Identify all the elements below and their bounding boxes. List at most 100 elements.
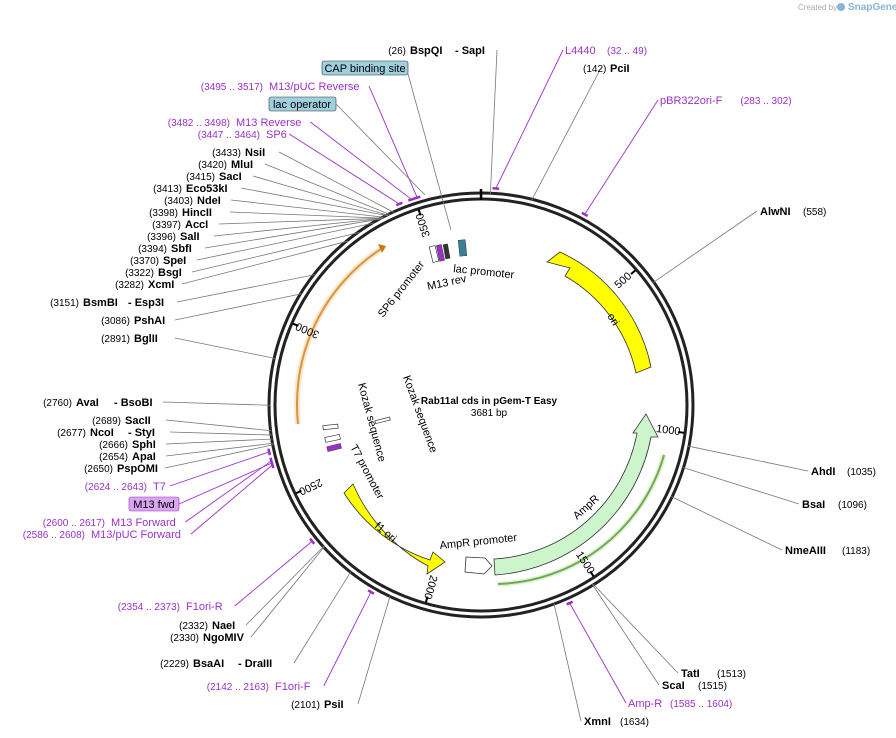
site-ngomiv[interactable]: (2330)NgoMIV bbox=[170, 632, 245, 644]
primer-leader bbox=[185, 460, 272, 523]
site-name: XcmI bbox=[148, 279, 174, 291]
site-tati[interactable]: TatI(1513) bbox=[681, 668, 746, 680]
site-leader bbox=[592, 583, 679, 674]
site-nmeaiii[interactable]: NmeAIII(1183) bbox=[785, 545, 870, 557]
site-position: (3322) bbox=[125, 268, 154, 279]
primer-sp6[interactable]: (3447 .. 3464)SP6 bbox=[198, 129, 287, 141]
feature-M13-rev-label: M13 rev bbox=[426, 273, 468, 293]
site-position-prefix: (142) bbox=[583, 64, 606, 75]
site-position: (2330) bbox=[170, 633, 199, 644]
site-naei[interactable]: (2332)NaeI bbox=[179, 620, 235, 632]
tick-label: 1000 bbox=[655, 423, 681, 438]
primer-name: T7 bbox=[153, 481, 166, 493]
site-position: (1634) bbox=[620, 717, 649, 728]
site-position: (3433) bbox=[212, 148, 241, 159]
primer-t7[interactable]: (2624 .. 2643)T7 bbox=[85, 481, 166, 493]
site-name2: - DraIII bbox=[238, 658, 272, 670]
site-bsmbi[interactable]: (3151)BsmBI- Esp3I bbox=[50, 297, 164, 309]
site-leader bbox=[240, 187, 388, 217]
site-name: AlwNI bbox=[760, 206, 791, 218]
site-leader bbox=[196, 222, 375, 261]
site-bspqi[interactable]: (26)BspQI- SapI bbox=[388, 45, 485, 57]
site-saci[interactable]: (3415)SacI bbox=[186, 171, 242, 183]
site-position: (3394) bbox=[138, 244, 167, 255]
site-acci[interactable]: (3397)AccI bbox=[152, 219, 208, 231]
site-position: (1096) bbox=[838, 500, 867, 511]
site-name: NsiI bbox=[245, 147, 265, 159]
site-position: (3086) bbox=[101, 316, 130, 327]
primer-m13-forward[interactable]: (2600 .. 2617)M13 Forward bbox=[43, 517, 176, 529]
site-position: (1513) bbox=[717, 669, 746, 680]
site-sphi[interactable]: (2666)SphI bbox=[99, 439, 156, 451]
primer-f1ori-r[interactable]: (2354 .. 2373)F1ori-R bbox=[118, 601, 223, 613]
orf-ampr bbox=[497, 454, 665, 585]
site-ncoi[interactable]: (2677)NcoI- StyI bbox=[57, 427, 155, 439]
site-sbfi[interactable]: (3394)SbfI bbox=[138, 243, 192, 255]
primer-m13-puc-forward[interactable]: (2586 .. 2608)M13/pUC Forward bbox=[23, 529, 181, 541]
site-nsii[interactable]: (3433) NsiI bbox=[212, 147, 265, 159]
site-scai[interactable]: ScaI(1515) bbox=[662, 680, 727, 692]
primer-f1ori-f[interactable]: (2142 .. 2163)F1ori-F bbox=[207, 681, 311, 693]
primer-leader bbox=[169, 451, 270, 487]
site-mlui[interactable]: (3420)MluI bbox=[198, 159, 253, 171]
cap-leader bbox=[407, 73, 452, 231]
feature-Kozak-2[interactable] bbox=[374, 416, 391, 425]
primer-range: (32 .. 49) bbox=[607, 46, 647, 57]
site-position: (2689) bbox=[92, 416, 121, 427]
site-position: (1183) bbox=[842, 546, 870, 557]
cap-binding-site-box[interactable] bbox=[321, 60, 409, 76]
site-sacii[interactable]: (2689)SacII bbox=[92, 415, 151, 427]
tick-mark bbox=[292, 322, 299, 327]
primer-name: M13/pUC Reverse bbox=[269, 81, 359, 93]
site-name: SpeI bbox=[163, 255, 186, 267]
feature-ori[interactable] bbox=[546, 251, 652, 374]
primer-m13-reverse[interactable]: (3482 .. 3498)M13 Reverse bbox=[168, 117, 302, 129]
lac-operator-leader bbox=[335, 103, 426, 196]
site-name: AvaI bbox=[76, 397, 99, 409]
primer-l4440[interactable]: L4440(32 .. 49) bbox=[565, 45, 647, 57]
site-name: BspQI bbox=[410, 45, 442, 57]
primer-m13-puc-reverse[interactable]: (3495 .. 3517)M13/pUC Reverse bbox=[201, 81, 360, 93]
site-position: (2760) bbox=[43, 398, 72, 409]
feature-CAP-site-mark bbox=[457, 239, 468, 257]
primer-leader bbox=[569, 602, 627, 704]
site-alwni[interactable]: AlwNI(558) bbox=[760, 206, 826, 218]
site-pspomi[interactable]: (2650)PspOMI bbox=[84, 463, 158, 475]
site-bglii[interactable]: (2891)BglII bbox=[101, 333, 158, 345]
site-xmni[interactable]: XmnI(1634) bbox=[584, 716, 649, 728]
site-sali[interactable]: (3396)SalI bbox=[147, 231, 199, 243]
primer-leader bbox=[234, 540, 313, 607]
feature-Kozak-1[interactable] bbox=[322, 423, 339, 431]
feature-AmpR[interactable] bbox=[493, 413, 659, 576]
site-bsgi[interactable]: (3322)BsgI bbox=[125, 267, 182, 279]
feature-T7-promoter[interactable] bbox=[324, 433, 341, 443]
site-pshai[interactable]: (3086)PshAI bbox=[101, 315, 165, 327]
site-eco53ki[interactable]: (3413)Eco53kI bbox=[153, 183, 228, 195]
site-psii[interactable]: (2101)PsiI bbox=[291, 699, 343, 711]
primer-mark bbox=[367, 589, 375, 595]
site-spei[interactable]: (3370)SpeI bbox=[130, 255, 186, 267]
feature-AmpR-promoter[interactable] bbox=[464, 556, 493, 575]
site-name: MluI bbox=[231, 159, 253, 171]
site-leader bbox=[174, 337, 276, 359]
site-hincii[interactable]: (3398)HincII bbox=[149, 207, 212, 219]
primer-pbr322ori-f[interactable]: pBR322ori-F(283 .. 302) bbox=[660, 95, 792, 107]
site-ahdi[interactable]: AhdI(1035) bbox=[811, 466, 876, 478]
site-ndei[interactable]: (3403)NdeI bbox=[164, 195, 221, 207]
feature-f1-ori[interactable] bbox=[343, 483, 446, 575]
primer-amp-r[interactable]: Amp-R(1585 .. 1604) bbox=[628, 698, 732, 710]
site-avai[interactable]: (2760)AvaI- BsoBI bbox=[43, 397, 152, 409]
site-apai[interactable]: (2654)ApaI bbox=[99, 451, 156, 463]
feature-SP6-promoter[interactable] bbox=[428, 245, 440, 263]
site-leader bbox=[252, 175, 389, 216]
primer-mark bbox=[395, 201, 403, 207]
primer-name: M13/pUC Forward bbox=[91, 529, 181, 541]
site-pcii[interactable]: PciI(142) bbox=[583, 63, 630, 75]
tick-label: 2000 bbox=[421, 574, 439, 601]
site-name2: - StyI bbox=[128, 427, 155, 439]
site-xcmi[interactable]: (3282)XcmI bbox=[115, 279, 174, 291]
site-bsai[interactable]: BsaI(1096) bbox=[802, 499, 867, 511]
site-name: NaeI bbox=[212, 620, 235, 632]
site-bsaai[interactable]: (2229)BsaAI- DraIII bbox=[160, 658, 272, 670]
